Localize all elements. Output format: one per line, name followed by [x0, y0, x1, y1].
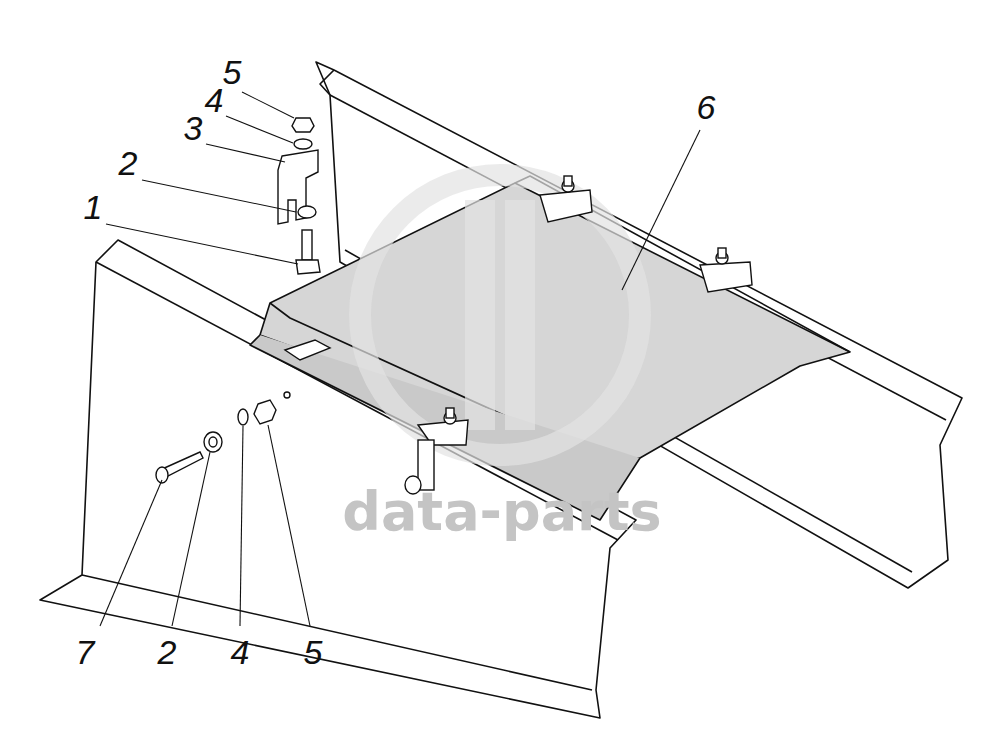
callout-number: 1: [84, 190, 103, 224]
callout-number: 2: [158, 635, 177, 669]
callout-number: 4: [231, 635, 250, 669]
leader-lines: [100, 92, 700, 626]
callout-number: 4: [205, 83, 224, 117]
exploded-fasteners-upper: [278, 118, 320, 274]
watermark-text: data-parts: [342, 485, 661, 539]
callout-number: 5: [304, 635, 323, 669]
callout-number: 7: [76, 635, 95, 669]
callout-number: 5: [223, 55, 242, 89]
mounting-brackets: [285, 176, 752, 494]
callout-number: 2: [119, 146, 138, 180]
callout-number: 6: [697, 90, 716, 124]
watermark-logo: [360, 175, 640, 455]
exploded-fasteners-lower: [156, 392, 290, 483]
callout-number: 3: [184, 111, 203, 145]
cover-plate: [250, 176, 850, 520]
